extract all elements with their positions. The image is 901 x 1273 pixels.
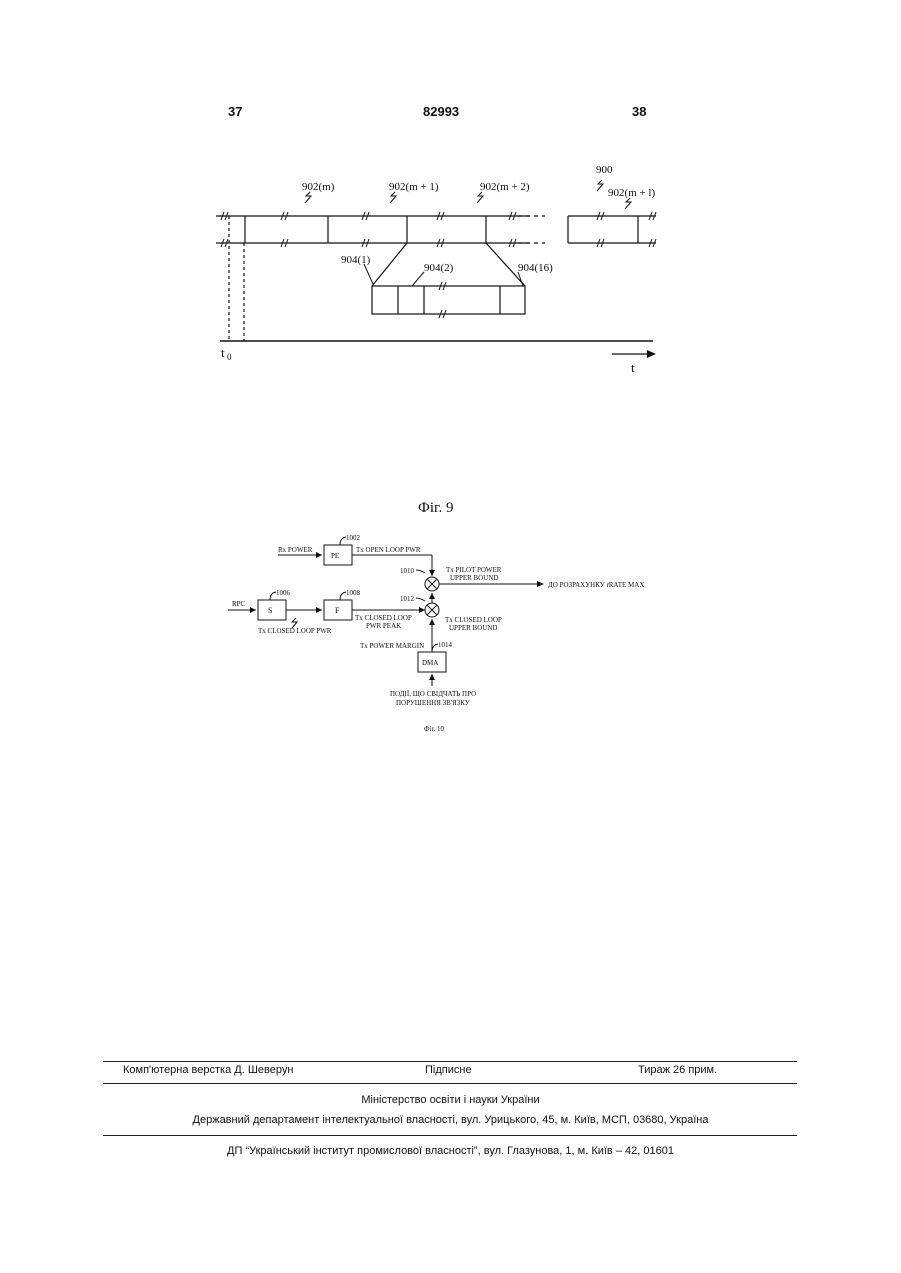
ref-1014: 1014 — [438, 641, 453, 649]
tx-open-loop-label: Tx OPEN LOOP PWR — [356, 546, 421, 554]
footer-department: Державний департамент інтелектуальної вл… — [0, 1114, 901, 1126]
figure-10-caption: Фіг. 10 — [424, 725, 445, 733]
arrow-icon — [429, 570, 435, 576]
ref-1002: 1002 — [346, 534, 361, 542]
arrow-icon — [429, 619, 435, 625]
events-label-2: ПОРУШЕННЯ ЗВ'ЯЗКУ — [396, 699, 470, 707]
footer-ministry: Міністерство освіти і науки України — [0, 1094, 901, 1106]
ref-1010: 1010 — [400, 567, 415, 575]
footer-circulation: Тираж 26 прим. — [638, 1064, 717, 1076]
tx-closed-loop-pwr-label: Tx CLOSED LOOP PWR — [258, 627, 332, 635]
footer-institute: ДП “Український інститут промислової вла… — [0, 1145, 901, 1157]
rpc-label: RPC — [232, 600, 246, 608]
footer-rule-top — [103, 1061, 797, 1062]
footer-rule-bottom — [103, 1135, 797, 1136]
arrow-icon — [419, 607, 425, 613]
figure-10-diagram: PE S F DMA 1002 1006 1008 1010 1012 1014… — [0, 0, 901, 760]
dma-label: DMA — [422, 659, 438, 667]
tx-pilot-label-2: UPPER BOUND — [450, 574, 498, 582]
ref-1006: 1006 — [276, 589, 291, 597]
ref-1012: 1012 — [400, 595, 415, 603]
rx-power-label: Rx POWER — [278, 546, 313, 554]
tx-pilot-label-1: Tx PILOT POWER — [446, 566, 502, 574]
arrow-icon — [250, 607, 256, 613]
output-label: ДО РОЗРАХУНКУ rRATE MAX — [548, 581, 644, 589]
footer-layout-credit: Комп'ютерна верстка Д. Шеверун — [123, 1064, 293, 1076]
arrow-icon — [316, 552, 322, 558]
f-label: F — [335, 606, 340, 615]
tx-closed-upper-label-1: Tx CLOSED LOOP — [445, 616, 502, 624]
tx-closed-peak-label-1: Tx CLOSED LOOP — [355, 614, 412, 622]
tx-power-margin-label: Tx POWER MARGIN — [360, 642, 424, 650]
arrow-icon — [316, 607, 322, 613]
footer-signed: Підписне — [425, 1064, 472, 1076]
footer-rule-middle — [103, 1083, 797, 1084]
tx-closed-upper-label-2: UPPER BOUND — [449, 624, 497, 632]
tx-closed-peak-label-2: PWR PEAK — [366, 622, 401, 630]
arrow-icon — [429, 593, 435, 599]
arrow-icon — [429, 674, 435, 680]
s-label: S — [268, 606, 272, 615]
events-label-1: ПОДІЇ, ЩО СВІДЧАТЬ ПРО — [390, 690, 476, 698]
arrow-icon — [537, 581, 544, 587]
pe-label: PE — [331, 552, 339, 560]
ref-1008: 1008 — [346, 589, 361, 597]
